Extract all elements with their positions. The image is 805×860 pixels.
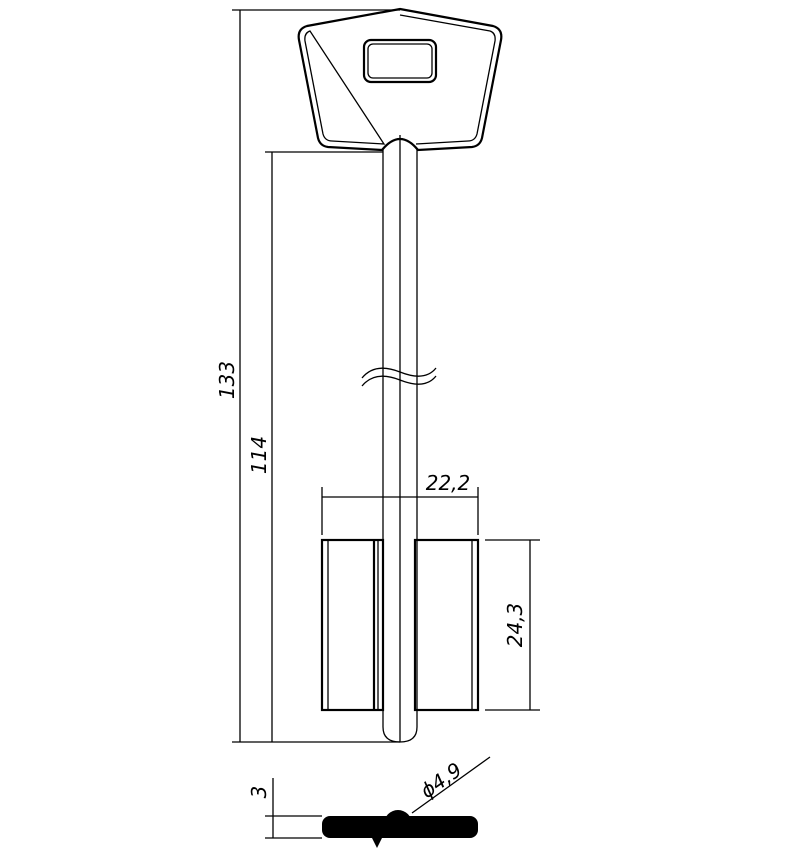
dimension-bit-width: 22,2 bbox=[321, 471, 479, 535]
break-symbol bbox=[361, 367, 437, 387]
dimension-bit-height: 24,3 bbox=[485, 539, 540, 711]
dimension-shank-length: 114 bbox=[247, 151, 383, 742]
dimension-label-114: 114 bbox=[247, 436, 271, 474]
dimension-label-diameter: ϕ4,9 bbox=[416, 758, 467, 803]
key-head-window bbox=[362, 38, 438, 84]
key-head bbox=[297, 7, 503, 152]
dimension-label-133: 133 bbox=[215, 361, 239, 399]
key-bits bbox=[320, 538, 480, 712]
dimension-label-3: 3 bbox=[247, 786, 271, 799]
key-cross-section: 3 ϕ4,9 bbox=[247, 756, 491, 848]
dimension-label-22-2: 22,2 bbox=[426, 471, 471, 495]
dimension-overall-length: 133 bbox=[215, 9, 400, 743]
dimension-label-24-3: 24,3 bbox=[503, 603, 527, 648]
